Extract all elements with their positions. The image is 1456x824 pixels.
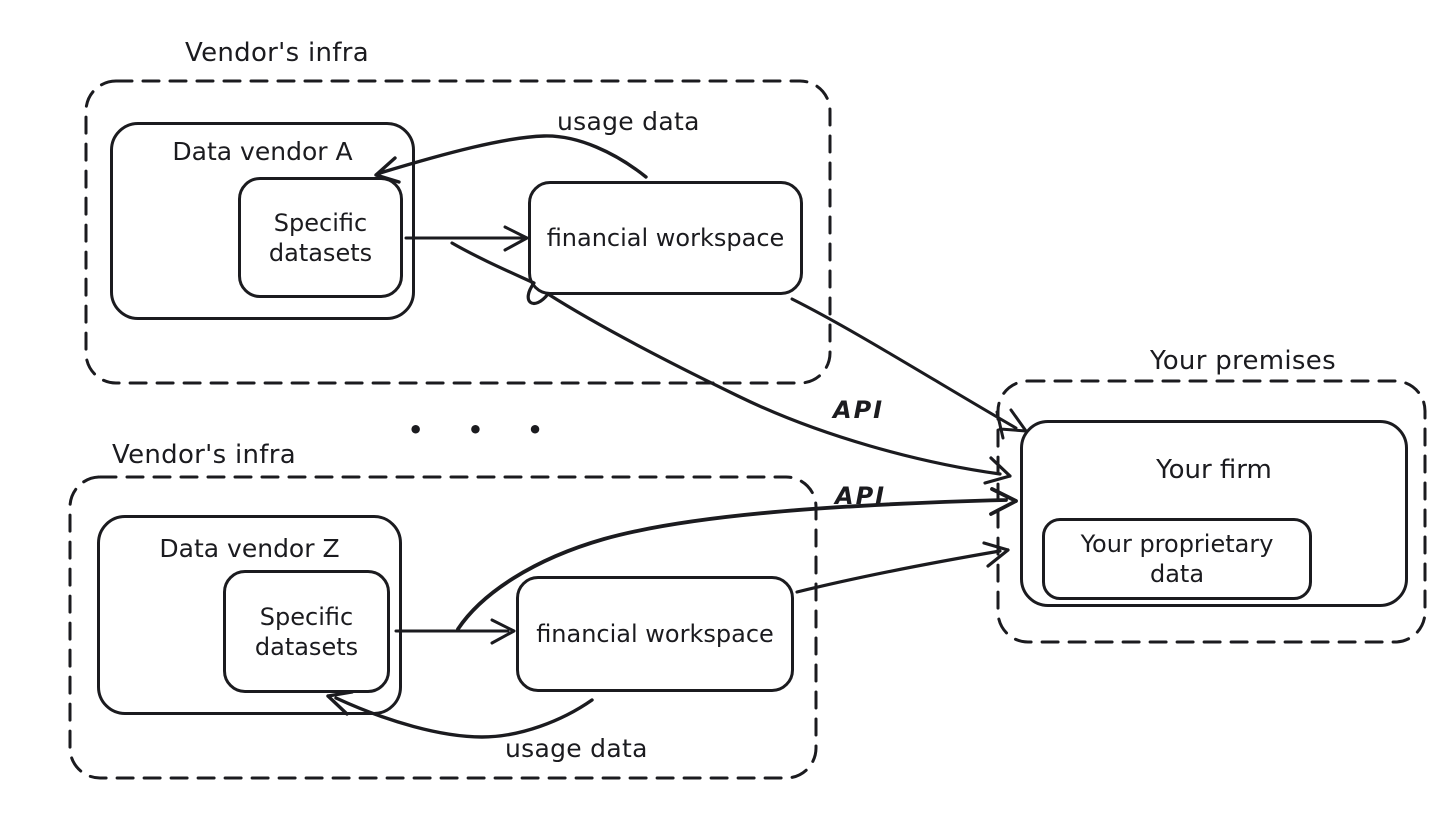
data-vendor-z-box: Data vendor Z: [97, 515, 402, 715]
financial-workspace-a-label: financial workspace: [546, 224, 785, 252]
vendor-a-section-label: Vendor's infra: [185, 38, 369, 68]
arrow-workspace-z-to-firm: [795, 541, 1010, 594]
ellipsis-dots: • • •: [408, 416, 561, 444]
financial-workspace-z-box: financial workspace: [516, 576, 794, 692]
your-premises-label: Your premises: [1150, 346, 1336, 376]
specific-datasets-a-label: Specific datasets: [268, 208, 373, 267]
data-vendor-a-box: Data vendor A: [110, 122, 415, 320]
arrow-usage-data-a: [374, 134, 648, 184]
api-z-label: API: [835, 482, 887, 510]
usage-data-a-label: usage data: [557, 107, 700, 136]
your-proprietary-data-box: Your proprietary data: [1042, 518, 1312, 600]
vendor-z-section-label: Vendor's infra: [112, 440, 296, 470]
specific-datasets-z-label: Specific datasets: [254, 602, 359, 661]
specific-datasets-z-box: Specific datasets: [223, 570, 390, 693]
data-vendor-a-label: Data vendor A: [172, 137, 353, 166]
specific-datasets-a-box: Specific datasets: [238, 177, 403, 298]
data-vendor-z-label: Data vendor Z: [159, 534, 340, 563]
your-proprietary-data-label: Your proprietary data: [1080, 530, 1274, 588]
arrow-datasets-to-workspace-z: [394, 618, 516, 645]
your-firm-box: Your firm: [1020, 420, 1408, 607]
usage-data-z-label: usage data: [505, 734, 648, 763]
arrow-workspace-a-to-firm: [790, 297, 1028, 440]
api-a-label: API: [833, 396, 885, 424]
arrow-datasets-to-workspace-a: [404, 225, 529, 252]
financial-workspace-a-box: financial workspace: [528, 181, 803, 295]
your-firm-label: Your firm: [1156, 455, 1272, 485]
financial-workspace-z-label: financial workspace: [536, 620, 774, 648]
